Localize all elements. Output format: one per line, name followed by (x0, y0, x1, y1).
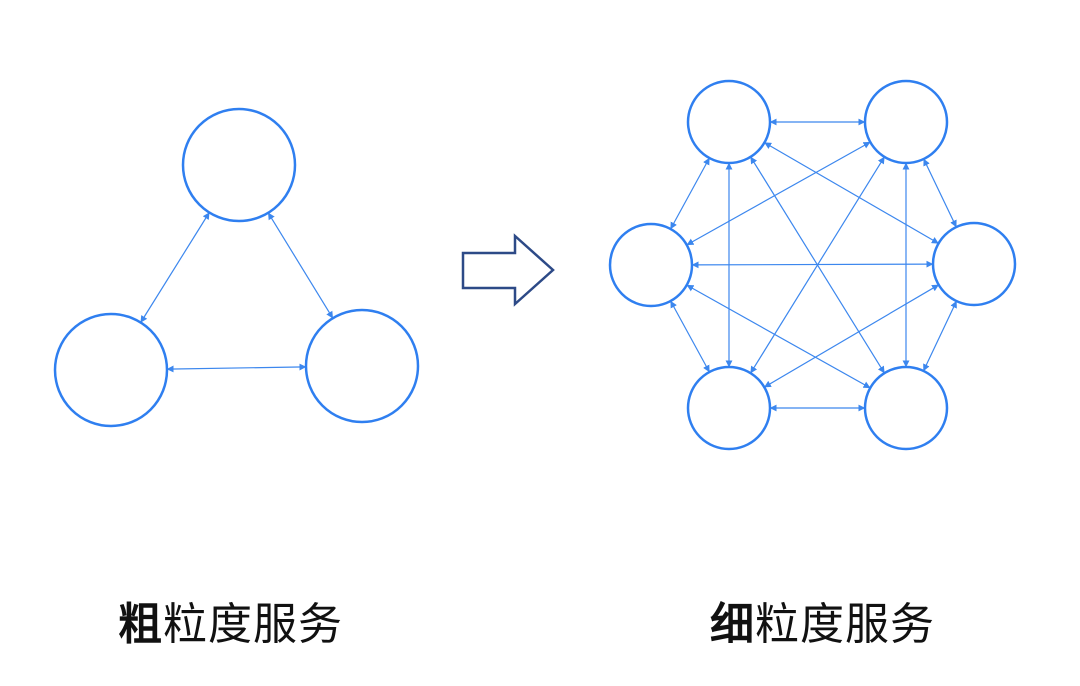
edges-layer (140, 118, 958, 412)
coarse-edge-bottom-left-bottom-right (166, 363, 307, 373)
fine-grained-caption: 细粒度服务 (710, 588, 935, 652)
fine-node-top-left (686, 79, 772, 165)
coarse-node-bottom-left (53, 312, 169, 428)
fine-node-bottom-right (863, 365, 949, 451)
fine-edge-left-bottom-left (670, 300, 710, 373)
coarse-edge-top-bottom-right (267, 212, 334, 319)
fine-edge-left-right (691, 260, 934, 269)
coarse-edge-top-bottom-left (140, 212, 210, 323)
fine-edge-right-bottom-left (763, 284, 940, 388)
fine-node-top-right (863, 79, 949, 165)
fine-node-right (931, 221, 1017, 307)
coarse-caption-bold: 粗 (118, 599, 163, 650)
coarse-node-top (181, 107, 297, 223)
fine-caption-rest: 粒度服务 (755, 599, 935, 650)
coarse-grained-caption: 粗粒度服务 (118, 588, 343, 652)
fine-edge-right-bottom-right (922, 300, 958, 372)
fine-node-bottom-left (686, 365, 772, 451)
coarse-node-bottom-right (304, 308, 420, 424)
fine-caption-bold: 细 (710, 599, 755, 650)
fine-node-left (608, 222, 694, 308)
hollow-right-arrow-icon (461, 233, 555, 307)
nodes-layer (53, 79, 1017, 451)
fine-edge-top-left-left (670, 157, 710, 230)
coarse-caption-rest: 粒度服务 (163, 599, 343, 650)
fine-edge-top-right-right (923, 158, 957, 228)
